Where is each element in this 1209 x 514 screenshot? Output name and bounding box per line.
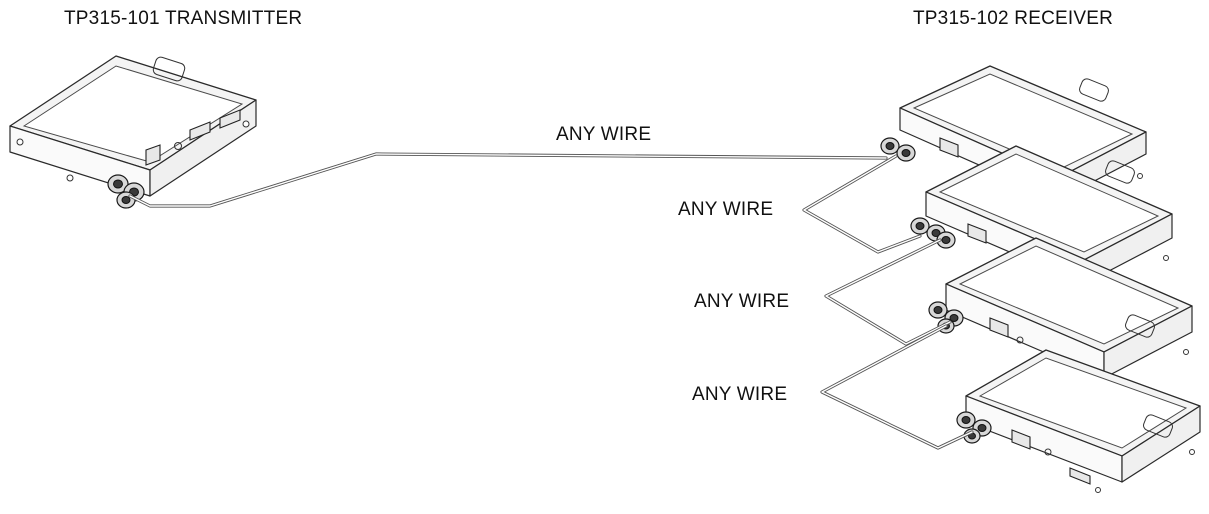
- wire-receiver-3-to-4: [820, 324, 974, 450]
- receiver-1-terminal-knobs: [880, 137, 916, 162]
- receiver-device-3: [928, 237, 1193, 379]
- wire-main: [128, 152, 888, 208]
- receiver-4-terminal-knobs: [956, 411, 992, 444]
- transmitter-device: [9, 55, 257, 209]
- receiver-label: TP315-102 RECEIVER: [913, 8, 1114, 29]
- transmitter-label: TP315-101 TRANSMITTER: [64, 8, 303, 29]
- wire-receiver-1-to-2: [802, 154, 922, 254]
- receiver-device-4: [956, 349, 1201, 493]
- wire-receiver-2-to-3: [824, 238, 952, 346]
- wire-main-label: ANY WIRE: [556, 124, 652, 145]
- wire-label-3: ANY WIRE: [692, 384, 788, 405]
- wire-label-2: ANY WIRE: [694, 291, 790, 312]
- wire-label-1: ANY WIRE: [678, 199, 774, 220]
